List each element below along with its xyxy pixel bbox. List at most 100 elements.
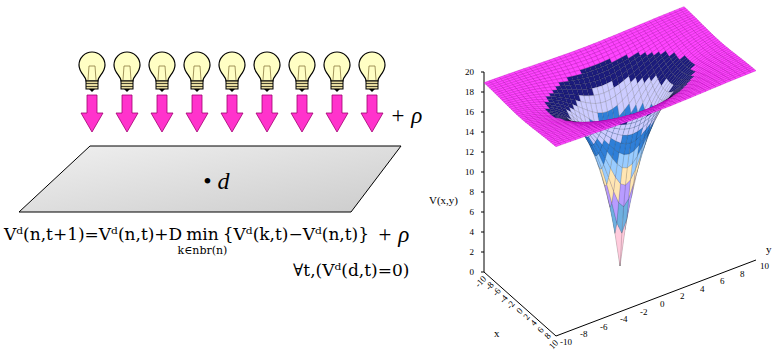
bulb-tip <box>159 89 165 92</box>
bulb-thread <box>191 83 203 84</box>
bulb-glass <box>79 52 105 81</box>
light-bulb <box>149 52 175 92</box>
bulb-base <box>86 81 98 89</box>
bulb-base <box>191 81 203 89</box>
tick-label: 4 <box>700 285 705 294</box>
tick-label: 6 <box>720 277 725 286</box>
bulb-thread <box>366 83 378 84</box>
x-axis <box>484 272 556 336</box>
tick-label: -10 <box>560 338 572 347</box>
tick-label: 6 <box>470 208 475 217</box>
bulb-tip <box>264 89 270 92</box>
surface-patch <box>554 143 561 146</box>
source-term: + ρ <box>377 223 409 246</box>
tick-label: 16 <box>465 108 474 117</box>
bulb-tip <box>369 89 375 92</box>
bulb-tip <box>229 89 235 92</box>
bulb-glass <box>184 52 210 81</box>
bulb-tip <box>334 89 340 92</box>
bulb-thread <box>226 86 238 87</box>
down-arrow <box>186 95 208 132</box>
min-subscript: k∈nbr(n) <box>178 245 228 256</box>
bulb-glass <box>254 52 280 81</box>
bulb-glass <box>359 52 385 81</box>
bulb-filament <box>263 66 271 80</box>
down-arrow <box>361 95 383 132</box>
bulb-filament <box>158 66 166 80</box>
down-arrow <box>291 95 313 132</box>
down-arrow <box>326 95 348 132</box>
tick-label: 8 <box>740 270 745 279</box>
bulb-filament <box>298 66 306 80</box>
update-equation: {Vᵈ(k,t)−Vᵈ(n,t)} <box>223 226 369 243</box>
bulb-glass <box>289 52 315 81</box>
light-bulbs <box>79 52 385 92</box>
light-bulb <box>359 52 385 92</box>
tick-mark <box>481 112 484 113</box>
bulb-thread <box>86 83 98 84</box>
parallelogram <box>19 146 401 212</box>
tick-mark <box>481 272 484 273</box>
bulb-tip <box>124 89 130 92</box>
tick-label: 12 <box>465 148 474 157</box>
down-arrow <box>256 95 278 132</box>
bulb-thread <box>296 86 308 87</box>
tick-label: 0 <box>660 300 665 309</box>
potential-surface <box>484 7 756 266</box>
tick-label: 2 <box>680 292 685 301</box>
bulb-tip <box>299 89 305 92</box>
bulb-thread <box>366 86 378 87</box>
tick-label: 18 <box>465 88 474 97</box>
tick-label: 10 <box>465 168 474 177</box>
bulb-thread <box>261 86 273 87</box>
tick-label: -6 <box>600 323 608 332</box>
axis-title: y <box>766 244 772 255</box>
bulb-tip <box>194 89 200 92</box>
tick-label: 14 <box>465 128 474 137</box>
light-bulb <box>324 52 350 92</box>
bulb-glass <box>114 52 140 81</box>
bulb-tip <box>89 89 95 92</box>
tick-mark <box>481 192 484 193</box>
tick-label: -8 <box>580 330 588 339</box>
bulb-filament <box>228 66 236 80</box>
bulb-filament <box>193 66 201 80</box>
bulb-thread <box>331 86 343 87</box>
tick-mark <box>481 172 484 173</box>
bulb-thread <box>296 83 308 84</box>
source-term: + ρ <box>390 104 422 127</box>
bulb-glass <box>219 52 245 81</box>
tick-label: 4 <box>470 228 475 237</box>
tick-label: 2 <box>470 248 475 257</box>
plane-shape: • d <box>18 145 402 213</box>
bulb-thread <box>121 86 133 87</box>
tick-label: 8 <box>470 188 475 197</box>
light-bulb <box>79 52 105 92</box>
bulb-base <box>156 81 168 89</box>
tick-mark <box>481 212 484 213</box>
min-operator: min <box>186 226 219 243</box>
bulb-thread <box>261 83 273 84</box>
axis-title: V(x,y) <box>429 195 458 206</box>
bulb-base <box>226 81 238 89</box>
plot-axes <box>481 72 756 336</box>
node-label: • d <box>203 169 229 193</box>
down-arrow <box>81 95 103 132</box>
tick-mark <box>481 252 484 253</box>
tick-mark <box>481 92 484 93</box>
light-bulb <box>289 52 315 92</box>
tick-label: 20 <box>465 68 474 77</box>
y-axis <box>556 260 756 336</box>
tick-mark <box>481 132 484 133</box>
down-arrow <box>151 95 173 132</box>
tick-mark <box>481 232 484 233</box>
tick-label: 10 <box>548 338 561 351</box>
bulb-filament <box>368 66 376 80</box>
bulb-thread <box>156 86 168 87</box>
bulb-thread <box>86 86 98 87</box>
bulb-base <box>261 81 273 89</box>
light-bulb <box>184 52 210 92</box>
tick-label: -2 <box>640 308 648 317</box>
tick-mark <box>481 152 484 153</box>
